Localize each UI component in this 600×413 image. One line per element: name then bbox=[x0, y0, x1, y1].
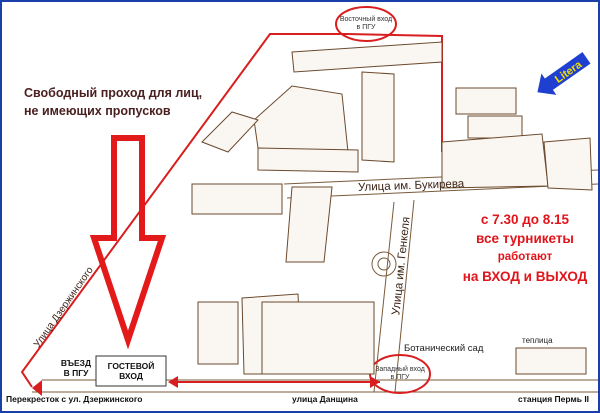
guest-entrance-line-1: ГОСТЕВОЙ bbox=[107, 361, 155, 371]
danshina-label: улица Данщина bbox=[292, 394, 358, 404]
building-west-wing bbox=[201, 111, 259, 153]
guest-entrance-label: ГОСТЕВОЙ ВХОД bbox=[100, 361, 162, 381]
turnstile-work: работают bbox=[497, 251, 553, 263]
litera-arrow-icon bbox=[537, 52, 591, 95]
building-east-3 bbox=[543, 137, 593, 191]
guest-entrance-line-2: ВХОД bbox=[119, 371, 143, 381]
guest-entrance-box bbox=[95, 355, 167, 387]
greenhouse-label: теплица bbox=[522, 336, 553, 345]
free-passage-line-1: Свободный проход для лиц, bbox=[24, 86, 203, 100]
building-east-2 bbox=[467, 115, 523, 139]
route-arrow-right-icon bbox=[370, 376, 380, 388]
east-entrance-circle bbox=[335, 6, 397, 42]
route-arrow-guest-icon bbox=[168, 376, 178, 388]
building-mid-left bbox=[191, 183, 283, 215]
building-center bbox=[285, 186, 333, 263]
greenhouse-building bbox=[515, 347, 587, 375]
route-arrow-left-icon bbox=[32, 380, 42, 396]
free-passage-line-2: не имеющих пропусков bbox=[24, 104, 171, 118]
east-entrance-line-2: в ПГУ bbox=[356, 24, 376, 31]
west-entrance-line-1: Западный вход bbox=[375, 366, 425, 373]
genkelya-road-left bbox=[373, 201, 395, 393]
big-down-arrow-icon bbox=[89, 135, 167, 350]
turnstile-note: с 7.30 до 8.15 все турникеты работают на… bbox=[450, 210, 598, 286]
building-east-1 bbox=[455, 87, 517, 115]
east-entrance-label: Восточный вход в ПГУ bbox=[338, 16, 394, 32]
route-top-boundary bbox=[346, 33, 443, 152]
crossroad-label: Перекресток с ул. Дзержинского bbox=[6, 394, 143, 404]
botanical-garden-label: Ботанический сад bbox=[404, 343, 484, 354]
main-building-front bbox=[257, 147, 359, 173]
turnstile-time: с 7.30 до 8.15 bbox=[480, 212, 570, 227]
route-left-boundary bbox=[20, 33, 347, 388]
drive-in-line-2: В ПГУ bbox=[63, 368, 89, 378]
west-entrance-line-2: в ПГУ bbox=[390, 374, 410, 381]
main-building-courtyard bbox=[253, 85, 349, 155]
turnstile-all: все турникеты bbox=[476, 231, 574, 246]
building-tower bbox=[361, 71, 395, 163]
east-entrance-line-1: Восточный вход bbox=[339, 16, 393, 23]
buildings bbox=[191, 41, 593, 375]
drive-in-label: ВЪЕЗД В ПГУ bbox=[56, 358, 96, 378]
station-label: станция Пермь II bbox=[518, 394, 590, 404]
building-lower-right bbox=[261, 301, 375, 375]
free-passage-note: Свободный проход для лиц, не имеющих про… bbox=[24, 84, 202, 120]
building-north-wing bbox=[291, 41, 443, 73]
drive-in-line-1: ВЪЕЗД bbox=[60, 358, 92, 368]
route-outline bbox=[20, 33, 443, 388]
west-entrance-label: Западный вход в ПГУ bbox=[372, 366, 428, 382]
genkelya-road-right bbox=[394, 199, 415, 393]
building-lower-left bbox=[197, 301, 239, 365]
garden-circle bbox=[371, 251, 397, 277]
turnstile-in-out: на ВХОД и ВЫХОД bbox=[462, 269, 588, 284]
